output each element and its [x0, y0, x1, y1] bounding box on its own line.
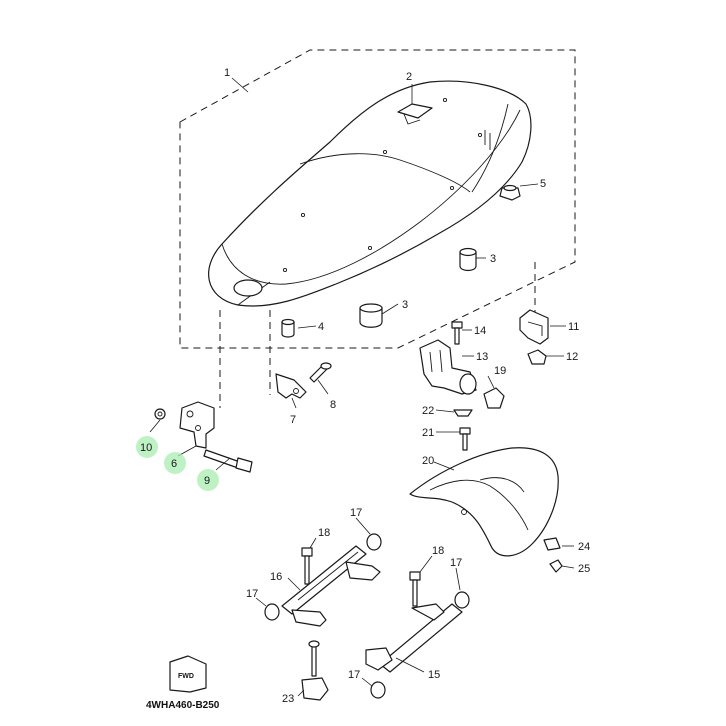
seat-damper-front [359, 303, 383, 328]
callout-labels[interactable]: 1 2 3 3 4 5 6 7 8 9 10 11 12 13 14 15 16… [140, 67, 590, 705]
grab-bar [409, 447, 559, 557]
callout-25[interactable]: 25 [578, 563, 590, 575]
callout-19[interactable]: 19 [494, 365, 506, 377]
fwd-label: FWD [178, 673, 194, 680]
callout-18-left[interactable]: 18 [318, 527, 330, 539]
cap-17c [454, 591, 470, 609]
highlight-marker-9 [197, 469, 219, 491]
nut-5 [499, 184, 521, 201]
grab-handle-right [365, 603, 463, 673]
bolt-21 [459, 427, 471, 451]
seat-damper-rear [459, 247, 477, 272]
cap-17d [370, 681, 386, 699]
bolt-18b [409, 571, 421, 607]
bracket-24 [543, 537, 561, 551]
leader-lines [149, 77, 575, 697]
forward-direction-arrow: FWD [169, 655, 207, 693]
callout-13[interactable]: 13 [476, 351, 488, 363]
callout-15[interactable]: 15 [428, 669, 440, 681]
callout-2[interactable]: 2 [406, 71, 412, 83]
highlight-marker-6 [164, 452, 186, 474]
callout-24[interactable]: 24 [578, 541, 590, 553]
callout-3-front[interactable]: 3 [402, 299, 408, 311]
callout-20[interactable]: 20 [422, 455, 434, 467]
rear-seat-lock [519, 309, 549, 345]
callout-8[interactable]: 8 [330, 399, 336, 411]
callout-17-right[interactable]: 17 [450, 557, 462, 569]
callout-3-rear[interactable]: 3 [490, 253, 496, 265]
callout-5[interactable]: 5 [540, 178, 546, 190]
callout-6[interactable]: 6 [171, 458, 177, 470]
bolt-14 [451, 321, 463, 345]
callout-17-top[interactable]: 17 [350, 507, 362, 519]
clamp-23 [301, 640, 329, 701]
screw-25 [549, 559, 563, 573]
callout-11[interactable]: 11 [568, 321, 579, 333]
callout-18-right[interactable]: 18 [432, 545, 444, 557]
bolt-18a [301, 547, 313, 585]
callout-10[interactable]: 10 [140, 442, 152, 454]
grab-handle-left [281, 545, 381, 627]
callout-16[interactable]: 16 [270, 571, 282, 583]
seat-lock-assembly [419, 339, 477, 395]
screw-8 [309, 362, 332, 383]
callout-7[interactable]: 7 [290, 414, 296, 426]
highlight-marker-10 [136, 436, 158, 458]
seat-hook-bracket [275, 373, 307, 399]
callout-22[interactable]: 22 [422, 405, 434, 417]
cap-17a [366, 533, 382, 551]
cap-17b [264, 603, 280, 621]
callout-4[interactable]: 4 [318, 321, 324, 333]
drawing-code: 4WHA460-B250 [146, 700, 220, 711]
nut-10 [154, 408, 166, 420]
collar [281, 318, 295, 338]
callout-17-left[interactable]: 17 [246, 588, 258, 600]
callout-17-bottom[interactable]: 17 [348, 669, 360, 681]
nut-12 [527, 349, 547, 365]
cap-19 [483, 387, 505, 409]
callout-23[interactable]: 23 [282, 693, 294, 705]
seat-lock-plate [397, 103, 433, 125]
seat-latch-bracket [179, 401, 215, 449]
grommet-22 [453, 409, 473, 417]
callout-12[interactable]: 12 [566, 351, 578, 363]
callout-21[interactable]: 21 [422, 427, 434, 439]
callout-14[interactable]: 14 [474, 325, 486, 337]
callout-1[interactable]: 1 [224, 67, 230, 79]
seat [208, 80, 532, 307]
seat-assembly-boundary [179, 49, 576, 349]
bolt-9 [203, 449, 253, 473]
callout-9[interactable]: 9 [204, 475, 210, 487]
